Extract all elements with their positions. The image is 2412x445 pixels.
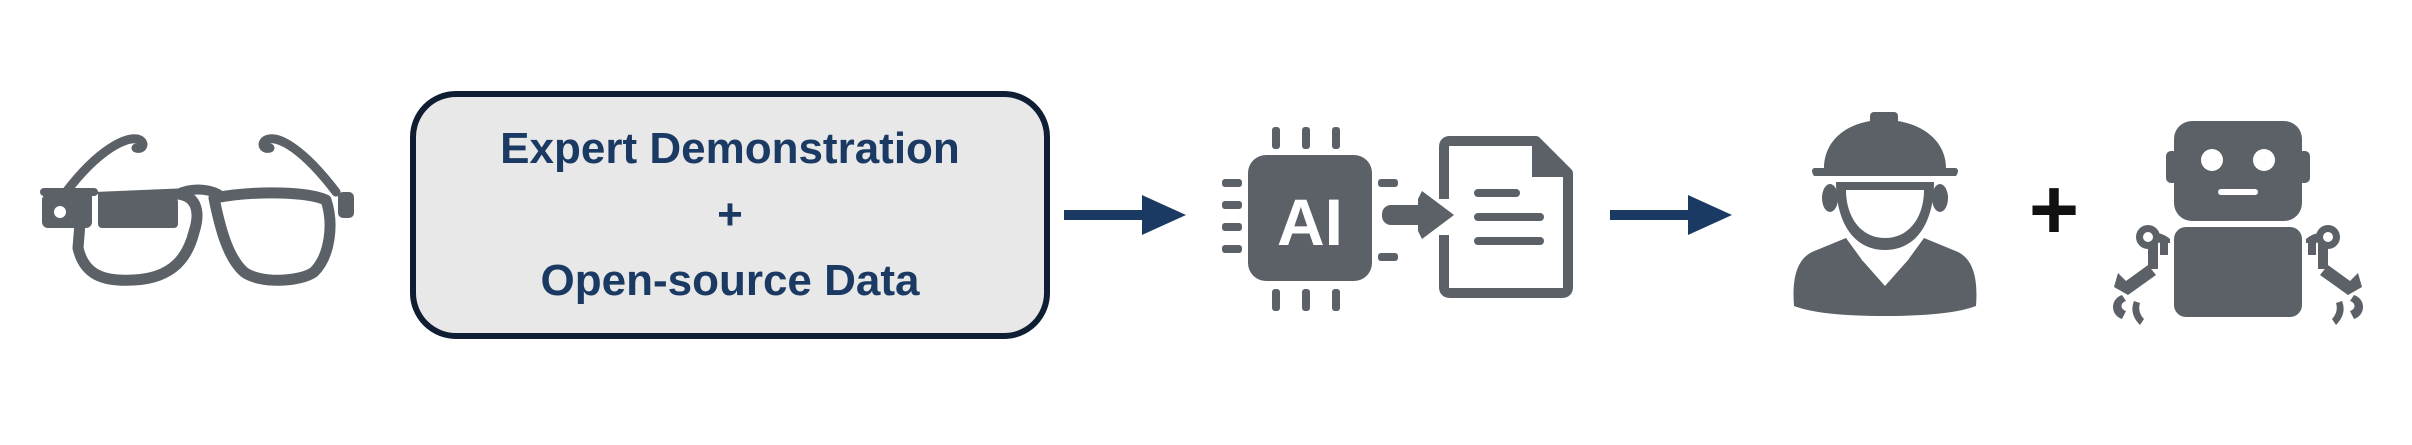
worker-icon — [1793, 112, 1977, 316]
source-data-box: Expert Demonstration + Open-source Data — [410, 91, 1050, 339]
combine-plus-sign: + — [2028, 162, 2080, 258]
arrow-right-icon — [1064, 195, 1186, 235]
document-icon — [1382, 136, 1573, 298]
ai-chip-label: AI — [1277, 185, 1343, 259]
open-source-data-label: Open-source Data — [540, 256, 920, 305]
box-plus-sign: + — [717, 190, 743, 239]
robot-icon — [2113, 121, 2363, 325]
smart-glasses-icon — [40, 134, 354, 286]
arrow-right-icon — [1610, 195, 1732, 235]
ai-chip-icon: AI — [1222, 127, 1398, 311]
expert-demonstration-label: Expert Demonstration — [500, 124, 960, 173]
